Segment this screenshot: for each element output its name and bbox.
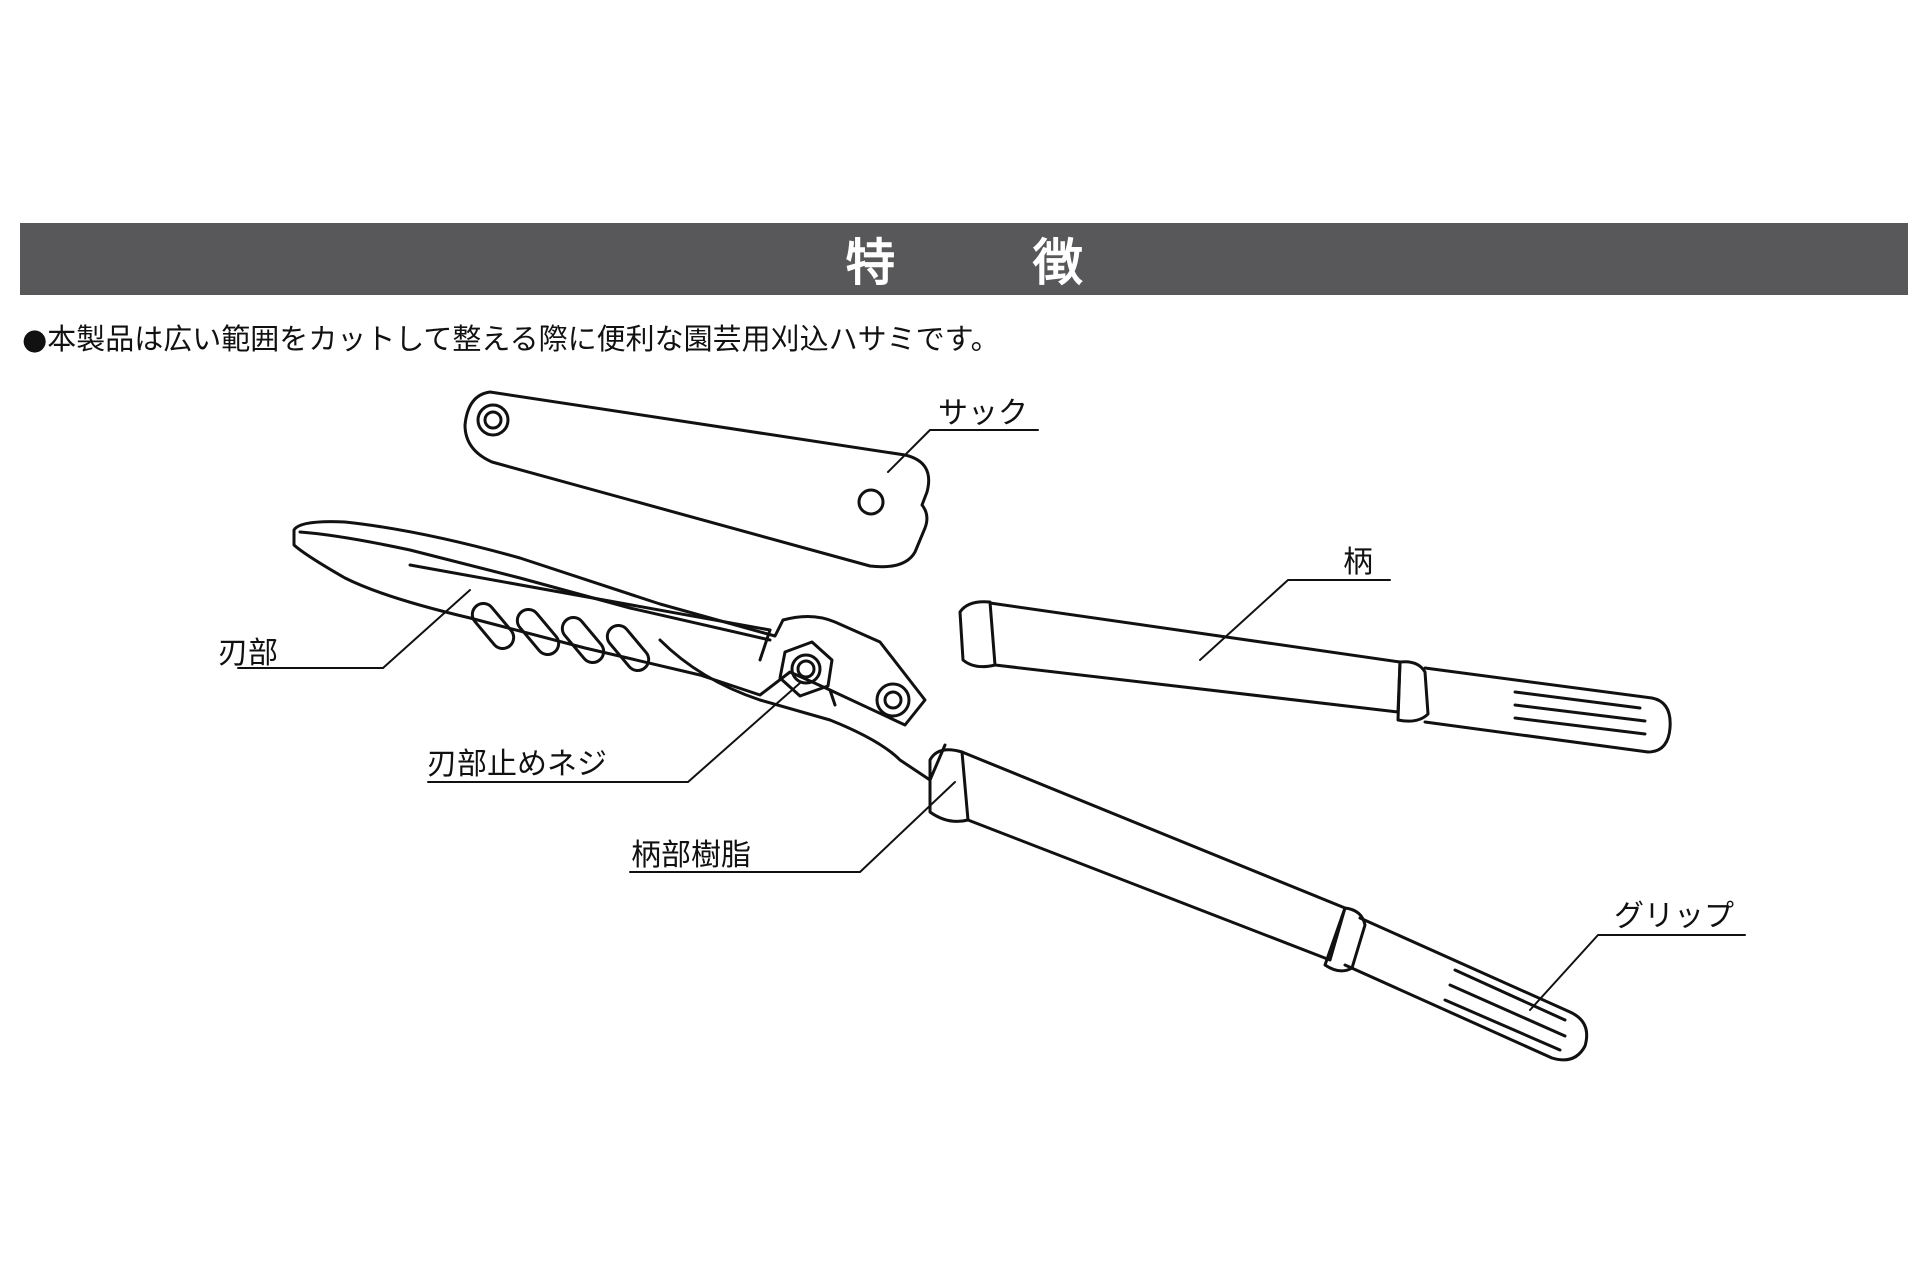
upper-handle: [958, 600, 1672, 754]
pivot-screw: [778, 640, 911, 718]
lower-handle: [928, 748, 1589, 1062]
label-handle: 柄: [1343, 545, 1373, 580]
leader-lines: [237, 429, 1746, 1011]
section-title: 特 徴: [845, 234, 1143, 292]
label-grip: グリップ: [1614, 899, 1734, 934]
label-blade: 刃部: [218, 636, 278, 671]
section-header-banner: 特 徴: [20, 223, 1908, 295]
sheath: [463, 390, 931, 569]
lower-blade: [658, 638, 947, 782]
label-sack: サック: [938, 396, 1028, 431]
label-blade-screw: 刃部止めネジ: [427, 747, 607, 782]
intro-text: ●本製品は広い範囲をカットして整える際に便利な園芸用刈込ハサミです。: [22, 322, 1000, 356]
label-handle-resin: 柄部樹脂: [631, 838, 751, 873]
blade: [292, 520, 927, 727]
